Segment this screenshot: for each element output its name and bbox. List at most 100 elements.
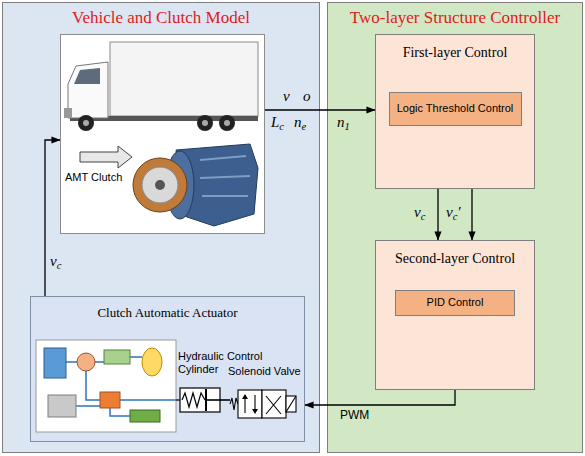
gearbox-ribs [200, 156, 250, 196]
symbol-letter: o [303, 88, 311, 104]
wheel [197, 115, 213, 131]
signal-arrow [265, 109, 375, 110]
pipe [176, 399, 180, 400]
bumper [64, 108, 72, 118]
controller-panel: Two-layer Structure ControllerFirst-laye… [327, 2, 583, 453]
signal-arrow [305, 390, 455, 405]
label-holder: o [303, 88, 311, 105]
symbol-letter: n [337, 114, 345, 130]
method-name: Logic Threshold Control [397, 102, 514, 115]
clutch-picture [80, 144, 258, 226]
subscript: 1 [345, 121, 350, 132]
signal-label: PWM [340, 408, 369, 422]
cylinder-symbol [176, 388, 230, 412]
signal-name: vc [414, 203, 425, 221]
valve-cell [262, 390, 286, 418]
piston-rod [206, 399, 230, 401]
flow-head [242, 394, 248, 399]
symbol-letter: v [50, 253, 57, 269]
label-holder: vc' [446, 203, 461, 221]
method-name: PID Control [427, 296, 484, 309]
subscript: e [302, 121, 307, 132]
label-holder: vc [50, 252, 61, 270]
oil-tank [44, 348, 66, 378]
accumulator [142, 348, 162, 376]
signal-name: vc [50, 252, 61, 270]
subscript: c [279, 121, 284, 132]
pressure-plate [142, 167, 178, 203]
wheel-hub [83, 120, 89, 126]
symbol-letter: v [283, 88, 290, 104]
solenoid-coil [286, 396, 296, 412]
wheel [78, 115, 94, 131]
subscript: c [57, 260, 62, 271]
panel-title: Vehicle and Clutch Model [72, 8, 250, 28]
signal-name: v [283, 88, 290, 105]
box-title: First-layer Control [403, 45, 508, 62]
hydraulic-schematic [36, 340, 176, 432]
subscript: c [453, 211, 458, 222]
clutch-hub [155, 180, 165, 190]
label-holder: v [283, 88, 290, 105]
signal-arrow [471, 189, 472, 240]
solenoid-valve-symbol [230, 390, 296, 418]
truck-cab [68, 62, 108, 118]
box-title: Clutch Automatic Actuator [97, 305, 237, 321]
component-label: Solenoid Valve [228, 365, 301, 378]
motor [48, 395, 76, 417]
label-holder: Solenoid Valve [228, 365, 301, 378]
signal-name: ne [294, 114, 306, 131]
signal-arrow [437, 189, 438, 240]
schematic-frame [36, 340, 176, 432]
panel-title: Two-layer Structure Controller [350, 8, 560, 28]
coil-mark [286, 396, 296, 412]
trailer [110, 42, 258, 116]
subscript: c [421, 211, 426, 222]
symbol-letter: L [271, 114, 279, 130]
label-holder: ne [294, 114, 306, 131]
prime-mark: ' [457, 204, 460, 220]
symbol-letter: v [414, 204, 421, 220]
pointer-arrow [80, 146, 132, 168]
label-holder: n1 [337, 114, 350, 131]
label-holder: vc [414, 203, 425, 221]
flow-line [266, 396, 281, 414]
cab-window [74, 68, 100, 84]
signal-name: vc' [446, 203, 461, 221]
method-box: PID Control [395, 290, 515, 316]
control-layer-box: Second-layer ControlPID Control [375, 240, 535, 390]
label-holder: Lc [271, 114, 284, 131]
sensor [130, 410, 160, 422]
flow-line [254, 395, 255, 410]
method-box: Logic Threshold Control [389, 92, 522, 126]
flow-head [252, 409, 258, 414]
wheel-hub [224, 120, 230, 126]
symbol-letter: n [294, 114, 302, 130]
control-layer-box: First-layer ControlLogic Threshold Contr… [375, 34, 535, 189]
signal-name: o [303, 88, 311, 105]
truck-picture [64, 42, 258, 131]
pump [77, 353, 95, 371]
part-label: AMT Clutch [65, 171, 122, 184]
wheel [219, 115, 235, 131]
symbol-letter: v [446, 204, 453, 220]
valve-block [104, 350, 130, 364]
flow-line [244, 398, 245, 413]
label-holder: PWM [340, 408, 369, 422]
box-title: Second-layer Control [395, 251, 515, 268]
valve-cell [238, 390, 262, 418]
signal-name: Lc [271, 114, 284, 131]
clutch-disc [133, 158, 187, 212]
connectors [45, 110, 472, 405]
filter [100, 392, 120, 408]
valve-spring [230, 398, 238, 410]
cylinder-spring [182, 393, 205, 407]
wheel-hub [202, 120, 208, 126]
signal-arrow [45, 140, 60, 296]
flow-line [266, 396, 281, 414]
signal-name: n1 [337, 114, 350, 131]
